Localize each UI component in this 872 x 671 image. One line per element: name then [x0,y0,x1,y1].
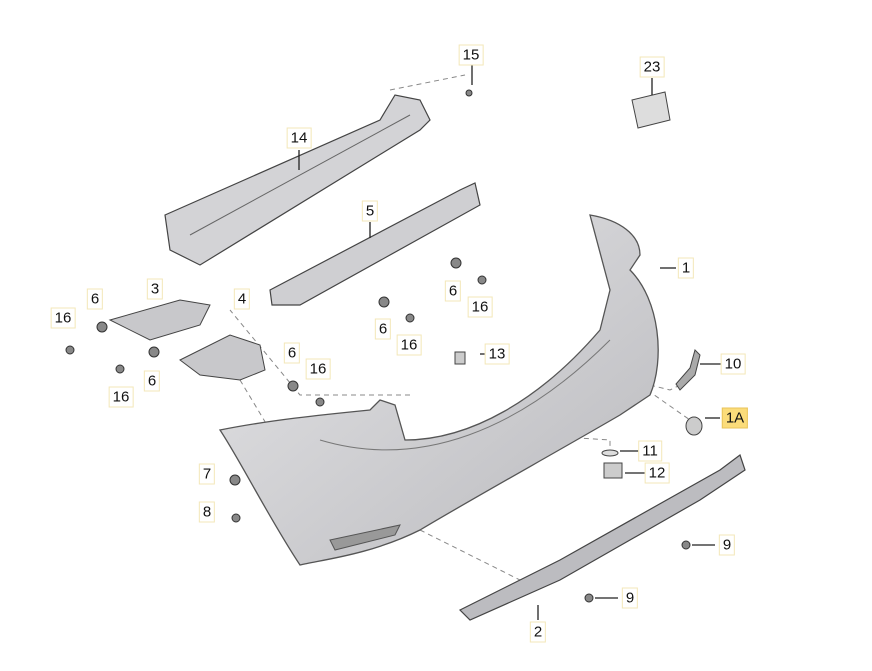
callout-5[interactable]: 5 [361,200,379,222]
bumper-guide[interactable] [269,182,481,306]
bumper-cover[interactable] [218,214,659,566]
tow-eye-cap[interactable] [685,416,703,436]
callout-23[interactable]: 23 [639,56,665,78]
callout-16[interactable]: 16 [467,296,493,318]
callout-15[interactable]: 15 [458,44,484,66]
callout-16[interactable]: 16 [50,307,76,329]
callout-8[interactable]: 8 [198,501,216,523]
bumper-reinforcement[interactable] [164,94,431,266]
bracket-side[interactable] [179,334,266,381]
callout-6[interactable]: 6 [283,342,301,364]
callout-6[interactable]: 6 [444,280,462,302]
callout-3[interactable]: 3 [146,278,164,300]
callout-10[interactable]: 10 [720,353,746,375]
callout-16[interactable]: 16 [396,334,422,356]
callout-9[interactable]: 9 [621,587,639,609]
callout-1[interactable]: 1 [677,257,695,279]
bracket-left[interactable] [108,299,211,341]
callout-16[interactable]: 16 [108,386,134,408]
callout-4[interactable]: 4 [233,288,251,310]
callout-14[interactable]: 14 [286,127,312,149]
callout-7[interactable]: 7 [198,463,216,485]
callout-13[interactable]: 13 [484,343,510,365]
sensor-part[interactable] [631,91,671,129]
callout-12[interactable]: 12 [644,462,670,484]
callout-1a-highlighted[interactable]: 1A [721,407,749,429]
callout-6[interactable]: 6 [143,370,161,392]
bumper-diffuser[interactable] [458,454,746,621]
callout-2[interactable]: 2 [529,621,547,643]
callout-9[interactable]: 9 [718,534,736,556]
trim-strip[interactable] [675,349,701,391]
callout-6[interactable]: 6 [86,288,104,310]
callout-11[interactable]: 11 [638,440,662,462]
fasteners [65,89,691,603]
callout-leaders [298,65,722,620]
callout-6[interactable]: 6 [374,318,392,340]
callout-16[interactable]: 16 [305,358,331,380]
